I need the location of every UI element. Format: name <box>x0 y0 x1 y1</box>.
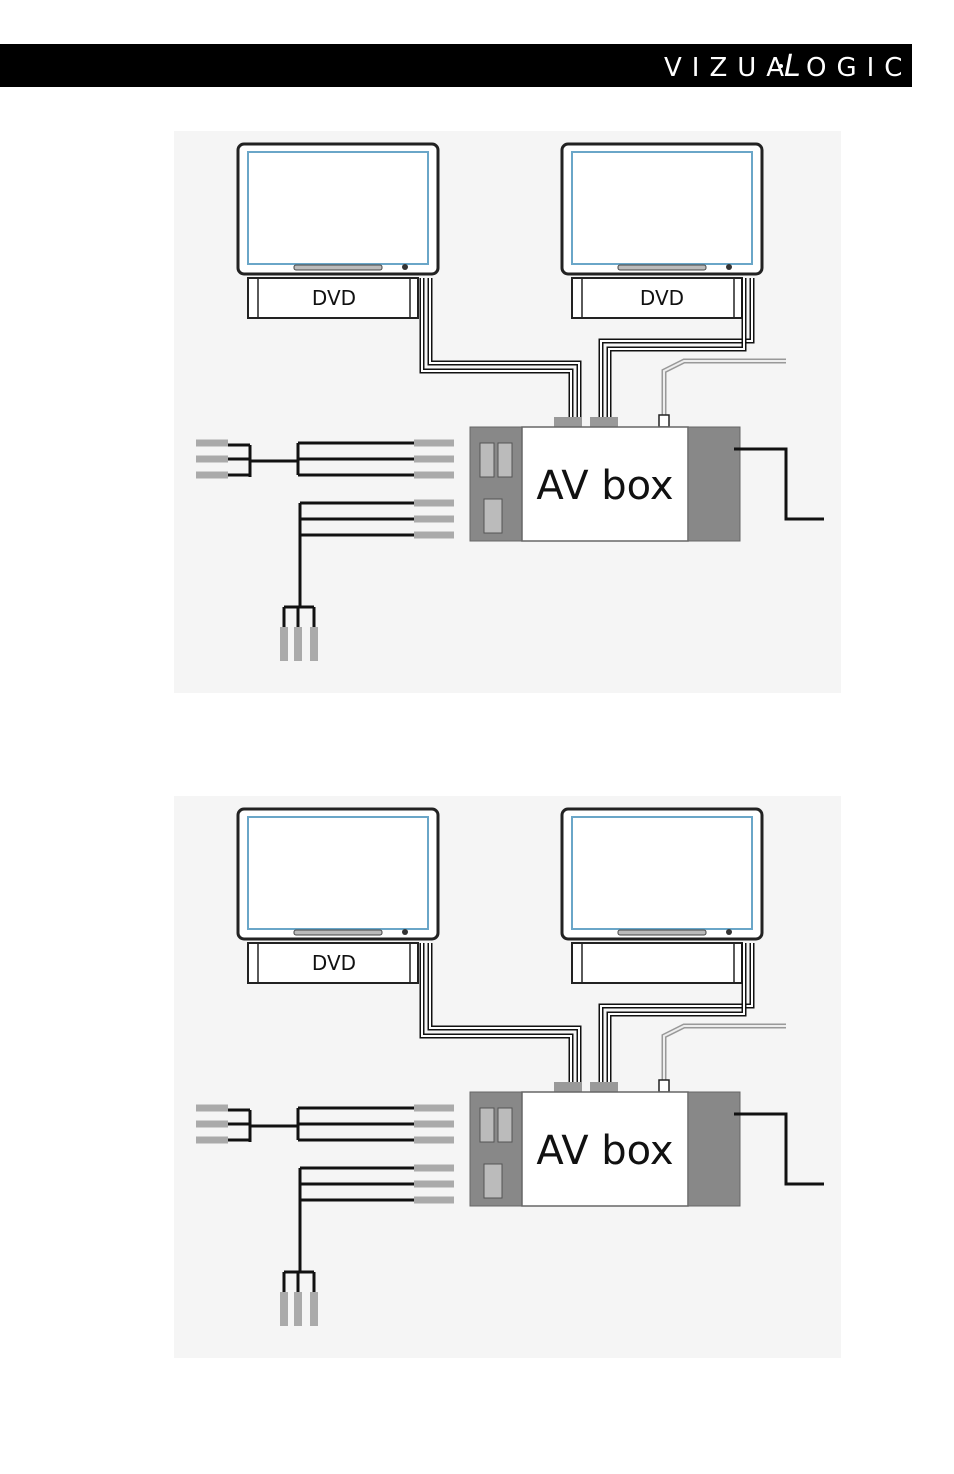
brand-suffix: OGIC <box>806 53 904 83</box>
monitor-left-label: DVD <box>312 951 356 975</box>
header-bar: VIZUA L OGIC <box>0 44 912 87</box>
rca-cables <box>196 1108 454 1326</box>
vizualogic-logo: VIZUA L OGIC <box>664 49 904 83</box>
diagram-svg-2: DVD <box>174 796 841 1358</box>
monitor-left: DVD <box>238 144 438 318</box>
brand-glyph: L <box>784 49 801 83</box>
monitor-right-label: DVD <box>640 286 684 310</box>
connection-diagram-1: DVD DVD <box>174 131 841 693</box>
monitor-left-label: DVD <box>312 286 356 310</box>
av-box-label: AV box <box>536 463 673 509</box>
av-box: AV box <box>470 427 824 541</box>
rca-cables <box>196 443 454 661</box>
av-box-label: AV box <box>536 1128 673 1174</box>
connection-diagram-2: DVD <box>174 796 841 1358</box>
monitor-left: DVD <box>238 809 438 983</box>
av-box: AV box <box>470 1092 824 1206</box>
diagram-svg-1: DVD DVD <box>174 131 841 693</box>
brand-prefix: VIZUA <box>664 53 794 83</box>
monitor-right <box>562 809 762 983</box>
monitor-right: DVD <box>562 144 762 318</box>
